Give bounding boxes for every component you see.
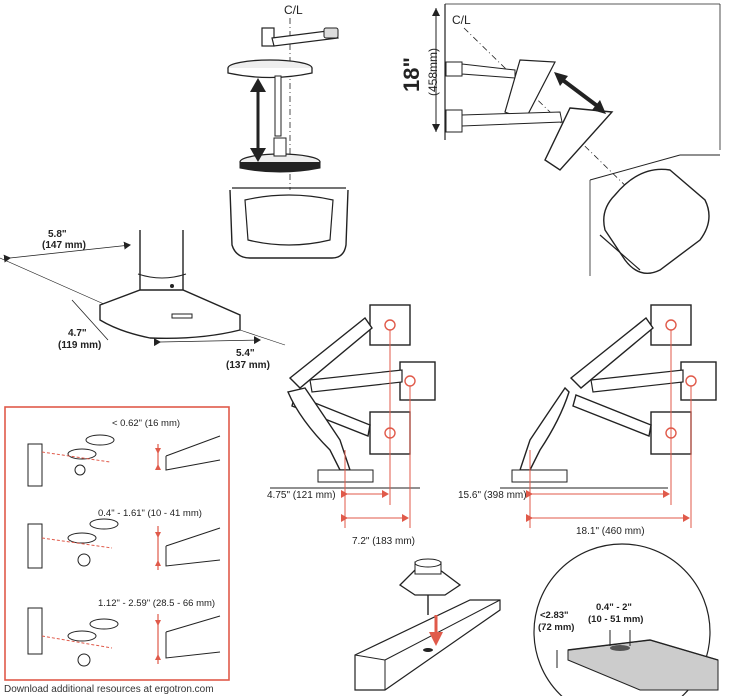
clamp-range-2: 0.4" - 1.61" (10 - 41 mm) <box>98 508 202 519</box>
arm-left-outer: 7.2" (183 mm) <box>352 536 415 547</box>
base-depth-large-inches: 5.4" <box>236 348 255 359</box>
arm-left-inner: 4.75" (121 mm) <box>267 490 336 501</box>
grommet-thickness-mm: (72 mm) <box>538 622 574 633</box>
clamp-row-1: < 0.62" (16 mm) <box>27 418 221 487</box>
grommet-mount-view <box>354 558 501 691</box>
reach-inches: 18" <box>399 57 424 92</box>
centerline-label-top: C/L <box>284 3 303 17</box>
centerline-label-side: C/L <box>452 13 471 27</box>
footer-resources-link[interactable]: Download additional resources at ergotro… <box>4 684 214 695</box>
clamp-range-3: 1.12" - 2.59" (28.5 - 66 mm) <box>98 598 215 609</box>
base-width-mm: (147 mm) <box>42 240 86 251</box>
base-width-inches: 5.8" <box>48 229 67 240</box>
base-depth-small-inches: 4.7" <box>68 328 87 339</box>
arm-left-view: 4.75" (121 mm) 7.2" (183 mm) <box>267 304 436 547</box>
grommet-detail: <2.83" (72 mm) 0.4" - 2" (10 - 51 mm) <box>533 543 719 696</box>
clamp-range-1: < 0.62" (16 mm) <box>112 418 180 429</box>
lift-view: C/L <box>227 3 349 259</box>
arm-right-inner: 15.6" (398 mm) <box>458 490 527 501</box>
clamp-panel: < 0.62" (16 mm) 0.4" - 1.61" (10 - 41 mm… <box>4 406 230 681</box>
grommet-hole-mm: (10 - 51 mm) <box>588 614 643 625</box>
grommet-hole-inches: 0.4" - 2" <box>596 602 632 613</box>
arm-right-view: 15.6" (398 mm) 18.1" (460 mm) <box>458 304 717 537</box>
clamp-row-3: 1.12" - 2.59" (28.5 - 66 mm) <box>27 598 221 667</box>
arm-right-outer: 18.1" (460 mm) <box>576 526 645 537</box>
base-depth-large-mm: (137 mm) <box>226 360 270 371</box>
grommet-thickness-inches: <2.83" <box>540 610 569 621</box>
reach-view: 18" (458mm) C/L <box>399 3 721 276</box>
clamp-row-2: 0.4" - 1.61" (10 - 41 mm) <box>27 508 221 570</box>
reach-mm: (458mm) <box>426 48 440 96</box>
base-view: 5.8" (147 mm) 4.7" (119 mm) 5.4" (137 mm… <box>0 229 286 371</box>
base-depth-small-mm: (119 mm) <box>58 340 101 351</box>
